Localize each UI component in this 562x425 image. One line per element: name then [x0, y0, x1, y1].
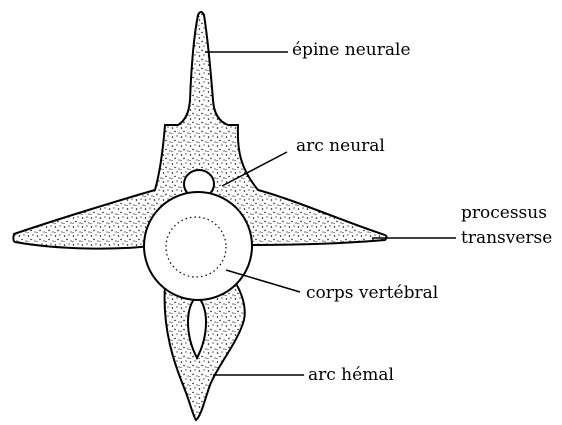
- label-neural-spine: épine neurale: [292, 40, 411, 60]
- label-transverse-process-line1: processus: [461, 203, 547, 223]
- label-hemal-arch: arc hémal: [308, 365, 394, 385]
- hemal-arch-shape: [165, 282, 245, 420]
- label-vertebral-body: corps vertébral: [306, 283, 438, 303]
- vertebral-body-shape: [144, 192, 252, 300]
- label-neural-arch: arc neural: [296, 136, 385, 156]
- label-transverse-process-line2: transverse: [461, 228, 552, 248]
